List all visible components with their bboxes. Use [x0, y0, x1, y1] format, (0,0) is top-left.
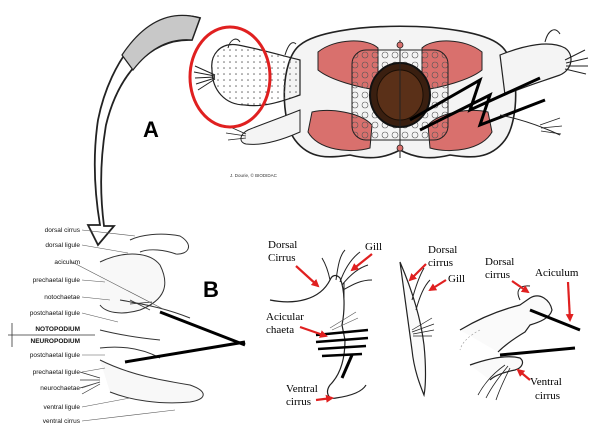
- label-notopodium: NOTOPODIUM: [35, 326, 80, 333]
- fig2-gill: Gill: [448, 273, 465, 285]
- fig1-gill: Gill: [365, 241, 382, 253]
- parapodium-figure-2: [400, 262, 434, 395]
- fig1-arrow-ventral-cirrus: [316, 398, 332, 400]
- label-postchaetal-ligule-upper: postchaetal ligule: [30, 310, 81, 317]
- left-parapodium: [212, 45, 300, 106]
- fig3-arrow-aciculum: [568, 282, 570, 320]
- fig3-arrow-ventral-cirrus: [518, 370, 530, 380]
- label-notochaetae: notochaetae: [44, 294, 80, 301]
- right-parapodium: [500, 44, 571, 95]
- label-aciculum: aciculum: [54, 259, 80, 266]
- fig3-dorsal-cirrus-line2: cirrus: [485, 269, 510, 281]
- parapodium-figure-3: [460, 286, 580, 400]
- fig2-arrow-dorsal-cirrus: [410, 264, 426, 280]
- label-dorsal-ligule: dorsal ligule: [45, 242, 80, 249]
- fig3-arrow-dorsal-cirrus: [512, 281, 528, 292]
- fig1-ventral-cirrus-line2: cirrus: [286, 396, 311, 408]
- panel-label-b: B: [203, 277, 219, 302]
- fig3-ventral-cirrus-line1: Ventral: [530, 376, 562, 388]
- fig1-acicular-chaeta-line1: Acicular: [266, 311, 304, 323]
- label-prechaetal-ligule-lower: prechaetal ligule: [33, 369, 81, 376]
- fig1-arrow-dorsal-cirrus: [296, 266, 318, 286]
- cross-section-illustration: [194, 26, 588, 158]
- fig2-dorsal-cirrus-line2: cirrus: [428, 257, 453, 269]
- fig1-dorsal-cirrus-line1: Dorsal: [268, 239, 297, 251]
- fig3-dorsal-cirrus-line1: Dorsal: [485, 256, 514, 268]
- label-ventral-cirrus: ventral cirrus: [43, 418, 81, 425]
- credit-text: J. Dourie, © BIODIDAC: [230, 172, 278, 178]
- label-neurochaetae: neurochaetae: [40, 385, 80, 392]
- fig3-aciculum: Aciculum: [535, 267, 579, 279]
- label-prechaetal-ligule-upper: prechaetal ligule: [33, 277, 81, 284]
- fig1-acicular-chaeta-line2: chaeta: [266, 324, 294, 336]
- label-ventral-ligule: ventral ligule: [44, 404, 81, 411]
- label-postchaetal-ligule-lower: postchaetal ligule: [30, 352, 81, 359]
- label-dorsal-cirrus: dorsal cirrus: [45, 227, 81, 234]
- label-neuropodium: NEUROPODIUM: [31, 338, 80, 345]
- fig2-dorsal-cirrus-line1: Dorsal: [428, 244, 457, 256]
- fig1-dorsal-cirrus-line2: Cirrus: [268, 252, 296, 264]
- panel-label-a: A: [143, 117, 159, 142]
- fig3-ventral-cirrus-line2: cirrus: [535, 390, 560, 402]
- fig1-ventral-cirrus-line1: Ventral: [286, 383, 318, 395]
- fig1-arrow-acicular-chaeta: [300, 327, 326, 336]
- fig2-arrow-gill: [430, 280, 446, 290]
